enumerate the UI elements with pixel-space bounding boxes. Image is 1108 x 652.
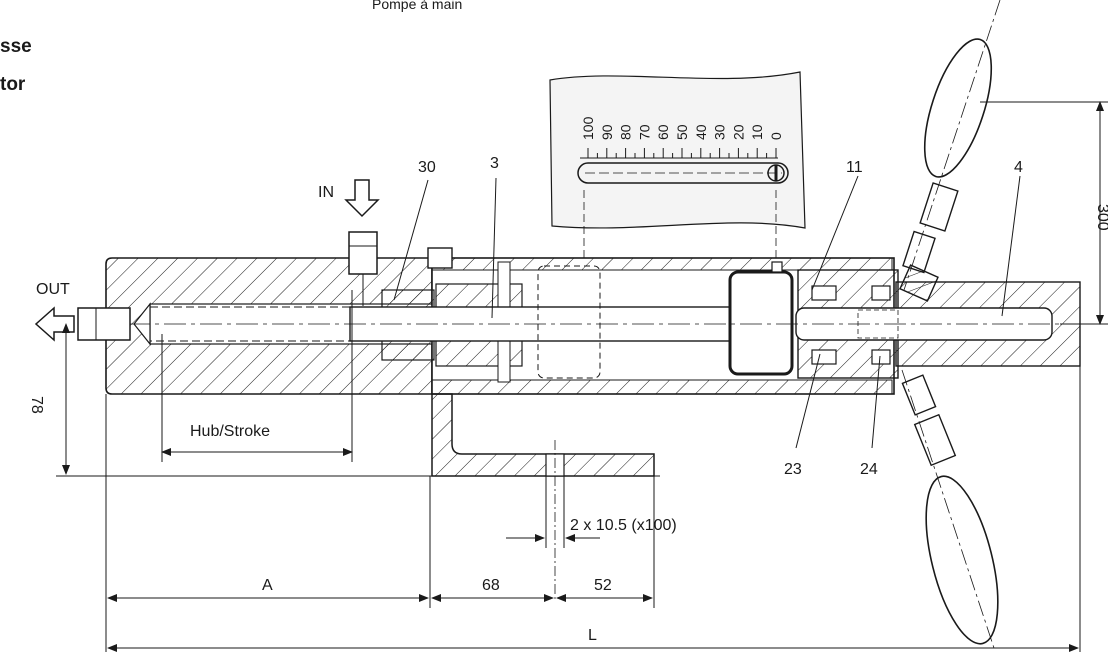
part-number-30: 30 [418,159,436,176]
scale-number: 50 [674,124,690,140]
scale-paper [549,71,806,229]
out-arrow-icon [34,306,75,342]
piston [728,270,794,376]
scale-number: 90 [599,124,615,140]
dim-length: L [588,627,597,644]
scale-number: 80 [618,124,634,140]
part-number-3: 3 [490,155,499,172]
dim-height: 78 [28,396,45,414]
in-arrow-icon [344,179,380,218]
lever-handle-upper [902,0,1001,291]
scale-number: 40 [693,124,709,140]
scale-number: 10 [749,124,765,140]
dim-lever: 300 [1094,204,1108,231]
dim-a: A [262,577,273,594]
title-text: Pompe à main [372,0,462,12]
scale-ticks [587,148,777,158]
dim-stroke: Hub/Stroke [190,423,270,440]
out-label: OUT [36,281,70,298]
lever-handle-lower [901,369,999,649]
dim-holes: 2 x 10.5 (x100) [570,517,677,534]
mounting-foot [431,393,655,477]
out-fitting [77,307,131,341]
part-number-23: 23 [784,461,802,478]
part-number-24: 24 [860,461,878,478]
dim-68: 68 [482,577,500,594]
part-number-11: 11 [846,159,863,176]
sight-slot [577,162,789,184]
scale-number: 20 [730,124,746,140]
scale-number: 60 [655,124,671,140]
side-label-1: sse [0,36,32,57]
scale-number: 100 [580,116,596,140]
part-number-4: 4 [1014,159,1023,176]
dim-52: 52 [594,577,612,594]
in-label: IN [318,184,334,201]
scale-number: 0 [768,132,784,140]
in-fitting [348,231,378,275]
scale-number: 30 [712,124,728,140]
side-label-2: tor [0,74,26,95]
scale-number: 70 [636,124,652,140]
